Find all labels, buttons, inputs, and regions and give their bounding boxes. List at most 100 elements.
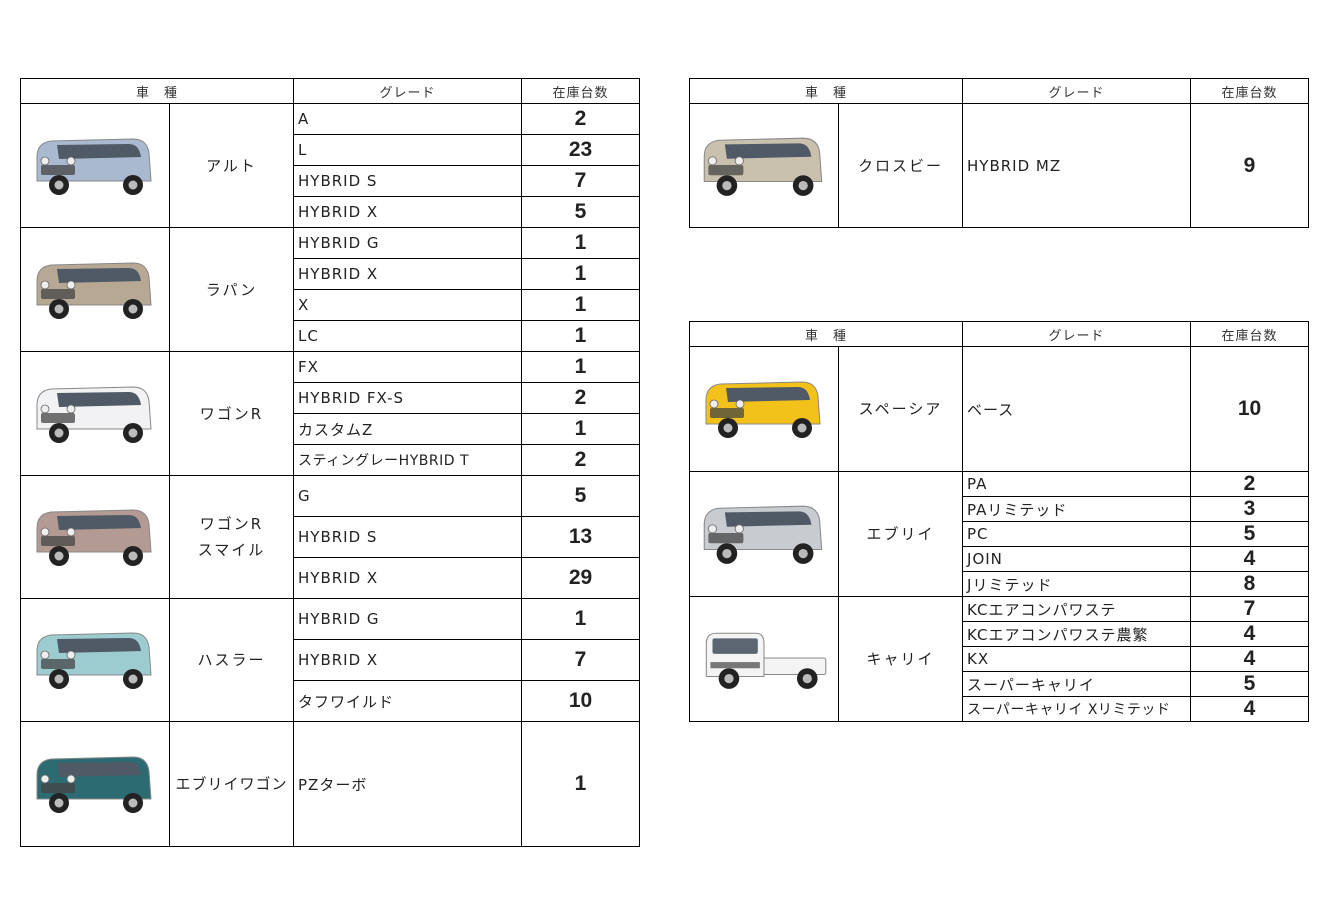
table-row: Jリミテッド 8	[690, 571, 1310, 597]
stock-cell: 5	[521, 196, 641, 228]
stock-cell: 10	[1190, 346, 1310, 472]
car-photo-spacia	[689, 346, 839, 472]
stock-cell: 7	[1190, 596, 1310, 622]
stock-cell: 1	[521, 721, 641, 847]
table-header-row: 車 種 グレード 在庫台数	[19, 78, 641, 104]
model-name: ワゴンR スマイル	[168, 475, 295, 599]
grade-cell: KX	[962, 646, 1192, 672]
table-row: HYBRID S 7	[21, 165, 641, 197]
stock-cell: 5	[521, 475, 641, 517]
car-icon	[36, 632, 152, 689]
stock-cell: 4	[1190, 621, 1310, 647]
model-name: ラパン	[168, 227, 295, 352]
grade-header: グレード	[962, 321, 1192, 347]
grade-cell: PAリミテッド	[962, 496, 1192, 522]
car-photo-every-wagon	[20, 721, 170, 847]
grade-cell: KCエアコンパワステ農繁	[962, 621, 1192, 647]
table-row: ワゴンR スマイル G 5	[20, 475, 641, 599]
table-row: PC 5	[690, 521, 1310, 547]
table-row: エブリイ PA 2	[689, 471, 1310, 597]
stock-header: 在庫台数	[521, 78, 641, 104]
stock-cell: 4	[1190, 646, 1310, 672]
stock-cell: 5	[1190, 671, 1310, 697]
car-photo-wagonr-smile	[20, 475, 170, 599]
car-photo-alto	[20, 103, 170, 228]
stock-cell: 1	[521, 351, 641, 383]
grade-cell: HYBRID FX-S	[293, 382, 523, 414]
grade-cell: スーパーキャリイ	[962, 671, 1192, 697]
table-row: クロスビー HYBRID MZ 9	[689, 103, 1310, 228]
table-row: ハスラー HYBRID G 1	[20, 598, 641, 722]
table-row: L 23	[21, 134, 641, 166]
grade-cell: タフワイルド	[293, 680, 523, 722]
grade-cell: HYBRID X	[293, 639, 523, 681]
grade-cell: HYBRID S	[293, 165, 523, 197]
grade-header: グレード	[293, 78, 523, 104]
stock-cell: 7	[521, 639, 641, 681]
model-header: 車 種	[688, 78, 964, 104]
grade-cell: スティングレーHYBRID T	[293, 444, 523, 476]
stock-cell: 4	[1190, 546, 1310, 572]
model-name: アルト	[168, 103, 295, 228]
table-header-row: 車 種 グレード 在庫台数	[688, 78, 1310, 104]
table-row: HYBRID X 29	[21, 557, 641, 599]
car-photo-lapin	[20, 227, 170, 352]
table-row: KX 4	[690, 646, 1310, 672]
car-photo-carry	[689, 596, 839, 722]
stock-cell: 4	[1190, 696, 1310, 722]
grade-cell: KCエアコンパワステ	[962, 596, 1192, 622]
car-icon	[36, 756, 152, 813]
model-name: スペーシア	[837, 346, 964, 472]
model-name: ワゴンR	[168, 351, 295, 476]
stock-cell: 2	[521, 103, 641, 135]
stock-cell: 2	[1190, 471, 1310, 497]
grade-cell: PZターボ	[293, 721, 523, 847]
grade-cell: A	[293, 103, 523, 135]
car-photo-wagonr	[20, 351, 170, 476]
right-top-stock-table: 車 種 グレード 在庫台数 クロスビー HYBRID MZ 9	[688, 78, 1310, 228]
table-row: HYBRID X 5	[21, 196, 641, 228]
stock-cell: 2	[521, 444, 641, 476]
stock-cell: 10	[521, 680, 641, 722]
grade-cell: LC	[293, 320, 523, 352]
grade-cell: Jリミテッド	[962, 571, 1192, 597]
table-row: HYBRID X 1	[21, 258, 641, 290]
model-name: クロスビー	[837, 103, 964, 228]
table-header-row: 車 種 グレード 在庫台数	[688, 321, 1310, 347]
grade-cell: ベース	[962, 346, 1192, 472]
table-row: HYBRID FX-S 2	[21, 382, 641, 414]
grade-cell: HYBRID S	[293, 516, 523, 558]
model-header: 車 種	[688, 321, 964, 347]
table-row: キャリイ KCエアコンパワステ 7	[689, 596, 1310, 722]
grade-cell: HYBRID MZ	[962, 103, 1192, 228]
truck-icon	[705, 632, 827, 689]
table-row: ラパン HYBRID G 1	[20, 227, 641, 352]
table-row: KCエアコンパワステ農繁 4	[690, 621, 1310, 647]
car-icon	[36, 137, 152, 195]
stock-cell: 1	[521, 598, 641, 640]
car-photo-xbee	[689, 103, 839, 228]
grade-cell: スーパーキャリイ Xリミテッド	[962, 696, 1192, 722]
grade-cell: PA	[962, 471, 1192, 497]
table-row: スーパーキャリイ 5	[690, 671, 1310, 697]
table-row: タフワイルド 10	[21, 680, 641, 722]
stock-cell: 1	[521, 289, 641, 321]
stock-cell: 5	[1190, 521, 1310, 547]
grade-cell: FX	[293, 351, 523, 383]
grade-cell: HYBRID X	[293, 258, 523, 290]
grade-cell: L	[293, 134, 523, 166]
model-name: ハスラー	[168, 598, 295, 722]
grade-cell: X	[293, 289, 523, 321]
table-row: スペーシア ベース 10	[689, 346, 1310, 472]
model-header: 車 種	[19, 78, 295, 104]
stock-cell: 9	[1190, 103, 1310, 228]
stock-cell: 1	[521, 413, 641, 445]
table-row: エブリイワゴン PZターボ 1	[20, 721, 641, 847]
stock-cell: 1	[521, 258, 641, 290]
grade-cell: PC	[962, 521, 1192, 547]
car-photo-every	[689, 471, 839, 597]
table-row: X 1	[21, 289, 641, 321]
table-row: アルト A 2	[20, 103, 641, 228]
stock-cell: 1	[521, 227, 641, 259]
grade-header: グレード	[962, 78, 1192, 104]
